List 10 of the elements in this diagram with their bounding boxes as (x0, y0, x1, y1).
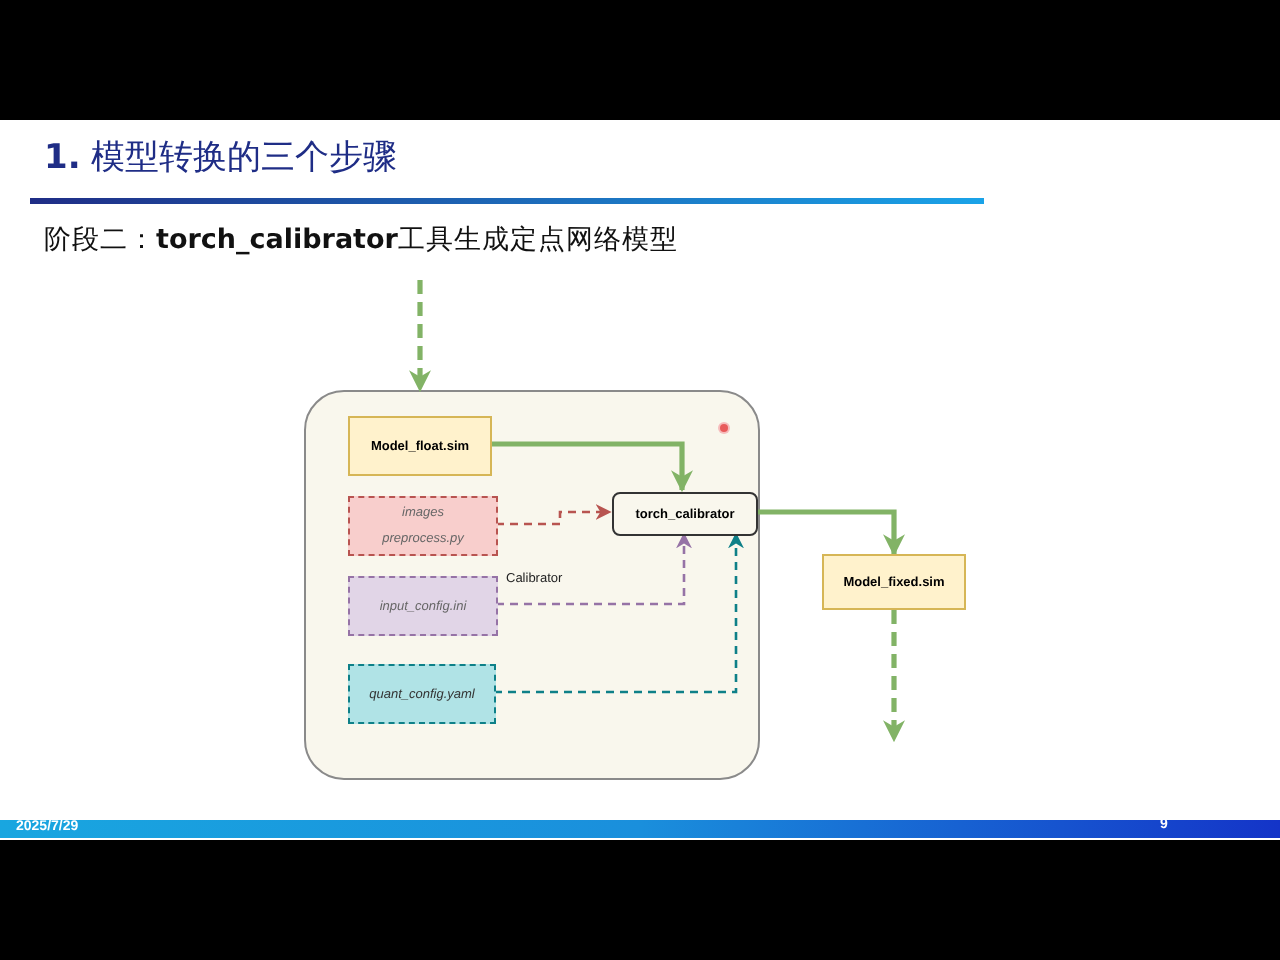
arrow (490, 441, 693, 493)
arrow (494, 532, 744, 694)
arrow (756, 509, 905, 557)
container-box (304, 390, 760, 780)
arrow (496, 504, 612, 526)
arrow (883, 610, 905, 743)
arrow (496, 532, 692, 606)
subtitle: 阶段二：torch_calibrator工具生成定点网络模型 (44, 222, 678, 258)
arrow (409, 280, 431, 393)
slide-title: 1. 模型转换的三个步骤 (44, 136, 398, 180)
